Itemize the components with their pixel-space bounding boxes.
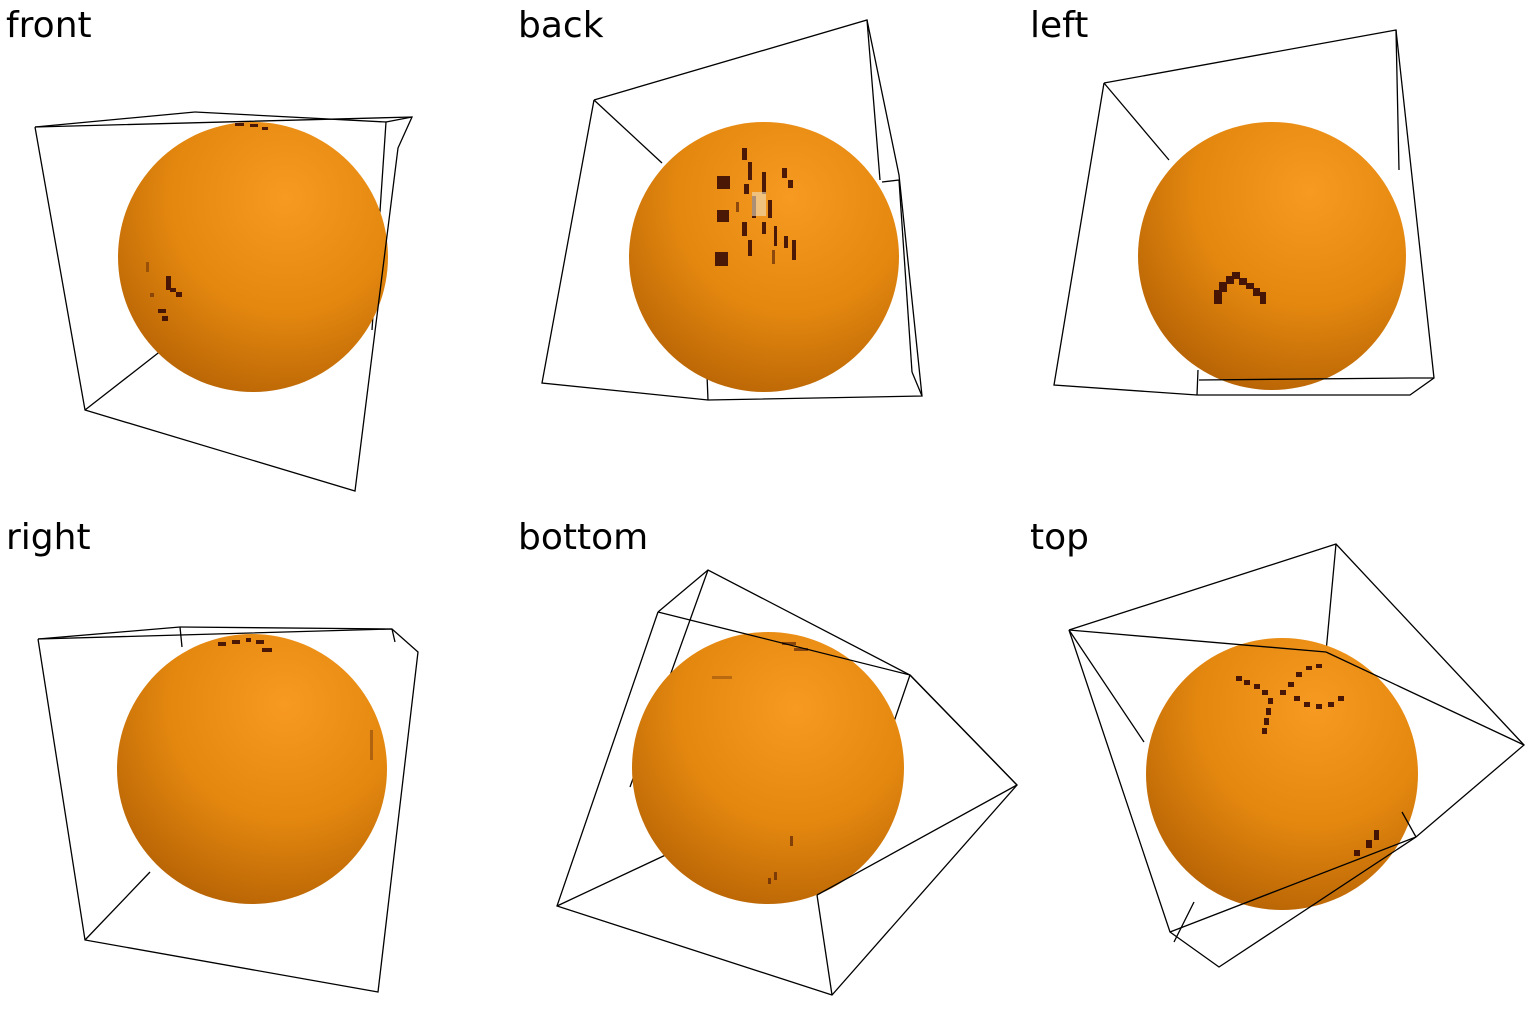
surface-markings [146,123,268,321]
bounding-box-front-edges [34,116,414,492]
render-bottom [556,569,1018,996]
sphere [117,634,387,904]
view-label-bottom: bottom [518,517,649,558]
render-top [1068,543,1525,968]
view-label-back: back [518,5,604,46]
surface-markings [218,638,373,760]
view-label-right: right [6,517,91,558]
view-panel-left: left [1024,0,1536,512]
render-right [37,626,419,993]
view-panel-front: front [0,0,512,512]
bounding-box-back-edges [1068,543,1337,943]
bounding-box-front-edges [37,626,419,993]
view-panel-back: back [512,0,1024,512]
view-label-top: top [1030,517,1089,558]
sphere [632,632,904,904]
bounding-box-front-edges [1053,29,1435,396]
sphere [629,122,899,392]
render-front [34,111,414,492]
surface-markings [712,642,808,884]
view-panel-bottom: bottom [512,512,1024,1024]
view-panel-top: top [1024,512,1536,1024]
bounding-box-back-edges [84,626,396,941]
render-back [541,19,923,401]
surface-markings [1214,272,1266,304]
surface-markings [715,148,796,266]
bounding-box-front-edges [541,19,923,401]
view-label-left: left [1030,5,1089,46]
view-label-front: front [6,5,92,46]
sphere [118,122,388,392]
render-left [1053,29,1435,396]
surface-markings [1236,664,1379,856]
sphere [1146,638,1418,910]
bounding-box-back-edges [1103,29,1400,396]
sphere [1138,122,1406,390]
bounding-box-front-edges [1068,543,1525,968]
view-panel-right: right [0,512,512,1024]
bounding-box-front-edges [556,569,1018,996]
